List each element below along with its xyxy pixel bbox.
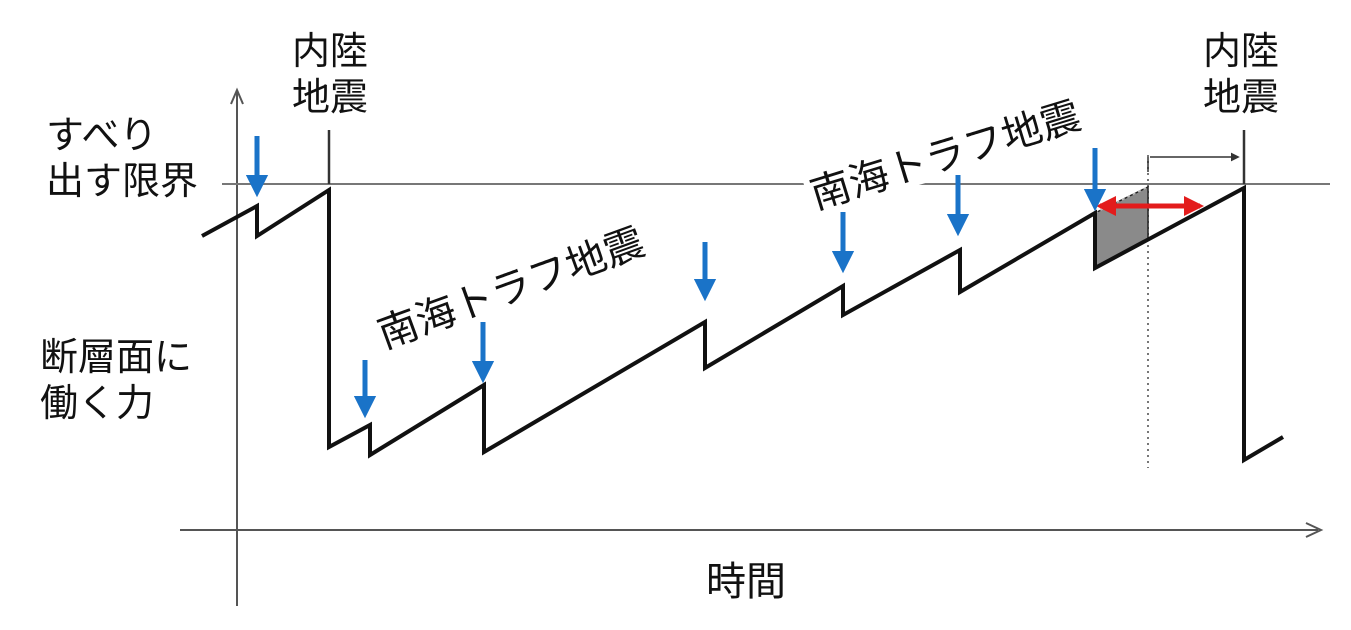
fault-force-line2: 働く力 — [40, 381, 155, 426]
y-axis-arrowhead — [230, 87, 244, 105]
stress-sawtooth-line — [201, 184, 1285, 464]
time-axis-label: 時間 — [706, 559, 786, 605]
inland-eq-left-line2: 地震 — [292, 75, 369, 120]
x-axis-arrowhead — [1305, 522, 1324, 538]
dotted-projection-line — [1094, 186, 1149, 214]
inland-eq-right-line1: 内陸 — [1203, 29, 1280, 73]
slip-limit-label: すべり 出す限界 — [46, 112, 198, 205]
fault-force-line1: 断層面に — [40, 335, 193, 379]
slip-limit-line2: 出す限界 — [46, 159, 199, 204]
inland-eq-right-label: 内陸 地震 — [1203, 28, 1279, 121]
slip-limit-line1: すべり — [46, 113, 158, 157]
inland-eq-right-line2: 地震 — [1203, 75, 1280, 120]
fault-force-label: 断層面に 働く力 — [40, 334, 192, 427]
inland-eq-left-line1: 内陸 — [292, 29, 369, 73]
inland-eq-left-label: 内陸 地震 — [292, 28, 368, 121]
